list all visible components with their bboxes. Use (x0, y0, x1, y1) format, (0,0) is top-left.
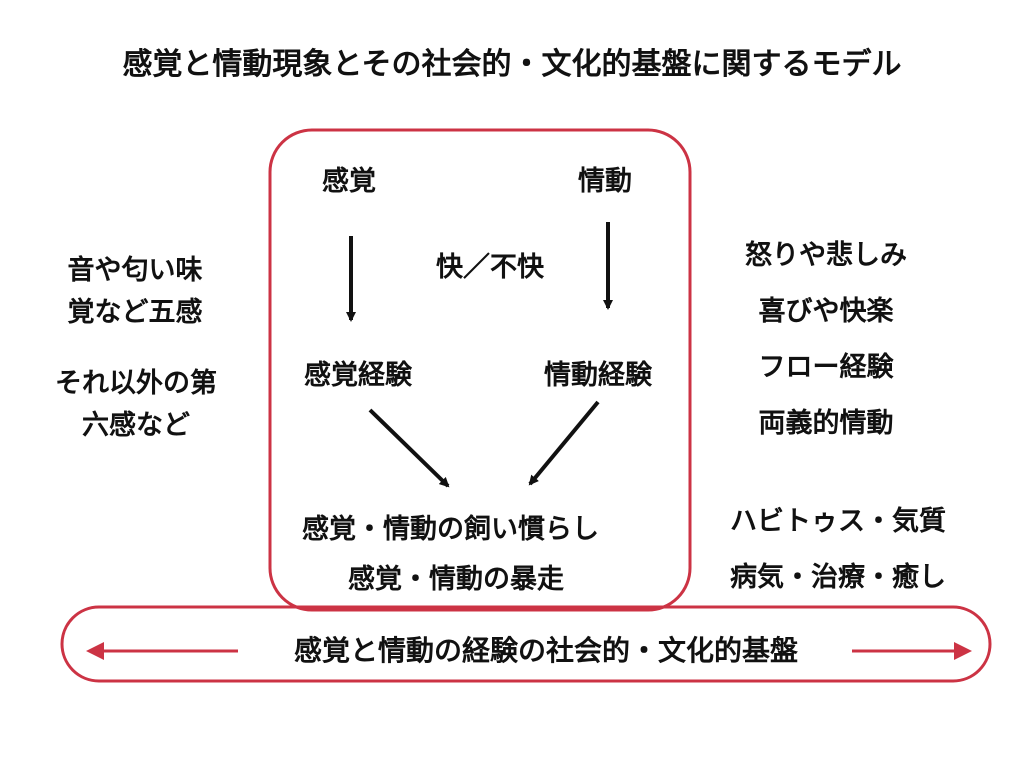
label-emotion-experience: 情動経験 (544, 360, 652, 391)
label-emotion: 情動 (578, 166, 632, 197)
label-taming: 感覚・情動の飼い慣らし (302, 514, 599, 545)
label-pleasure: 快／不快 (436, 252, 544, 283)
left-line: 六感など (82, 410, 190, 441)
left-line: 覚など五感 (67, 297, 203, 328)
diagram-title: 感覚と情動現象とその社会的・文化的基盤に関するモデル (122, 47, 902, 82)
central-box (268, 128, 692, 612)
arrow-base-left-head (86, 642, 104, 660)
right-group-habitus: ハビトゥス・気質 病気・治療・癒し (700, 494, 976, 606)
right-line: フロー経験 (758, 352, 894, 383)
arrow-emotion-exp-diag (528, 400, 600, 486)
left-group-sixth-sense: それ以外の第 六感など (36, 356, 236, 454)
label-sense: 感覚 (322, 166, 376, 197)
right-line: 両義的情動 (758, 408, 894, 439)
label-sense-experience: 感覚経験 (304, 360, 412, 391)
arrow-base-right-head (954, 642, 972, 660)
base-label: 感覚と情動の経験の社会的・文化的基盤 (293, 634, 798, 667)
right-line: ハビトゥス・気質 (730, 506, 946, 537)
left-group-five-senses: 音や匂い味 覚など五感 (40, 243, 230, 341)
right-line: 喜びや快楽 (758, 296, 894, 327)
label-runaway: 感覚・情動の暴走 (348, 564, 564, 595)
left-line: 音や匂い味 (67, 255, 203, 286)
right-line: 病気・治療・癒し (730, 562, 946, 593)
arrow-sense-exp-diag (368, 408, 450, 488)
right-line: 怒りや悲しみ (745, 240, 907, 271)
right-group-emotions: 怒りや悲しみ 喜びや快楽 フロー経験 両義的情動 (716, 228, 936, 452)
base-box (60, 605, 992, 683)
left-line: それ以外の第 (55, 368, 217, 399)
